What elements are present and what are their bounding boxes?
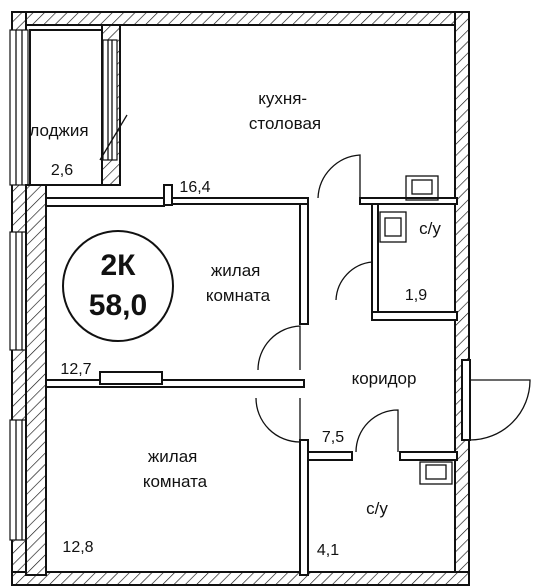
kitchen-area: 16,4 [179,179,210,196]
bath-small-area: 1,9 [405,287,427,304]
interior-walls [45,184,458,576]
apartment-badge [62,230,174,342]
loggia-area-value: 2,6 [51,162,73,179]
top-wall [11,11,468,26]
doors [255,154,531,453]
left-windows [9,29,29,541]
fixtures [379,175,453,485]
bath-large-area: 4,1 [317,542,339,559]
loggia-lower-wall [25,184,47,576]
apartment-type: 2К [101,249,137,282]
bottom-wall [11,571,470,586]
loggia-door-window [102,39,118,161]
bath-large-name: с/у [366,499,388,518]
bath-small-name: с/у [419,219,441,238]
sink-icon [419,461,453,485]
toilet-icon [379,211,407,243]
kitchen-name-line1: кухня- [258,89,307,108]
apartment-total-area: 58,0 [89,289,147,322]
loggia-door-leaf [99,114,128,161]
radiator [99,371,163,385]
kitchen-name-line2: столовая [249,114,321,133]
corridor-area: 7,5 [322,429,344,446]
bedroom1-area: 12,7 [60,361,91,378]
bedroom1-name: жилая комната [206,261,271,305]
bedroom2-area: 12,8 [62,539,93,556]
loggia-name: лоджия [29,121,88,140]
kitchen-name: кухня- столовая [249,89,321,133]
right-wall [454,11,470,586]
corridor-name: коридор [352,369,417,388]
bedroom2-name: жилая комната [143,447,208,491]
stove-icon [405,175,439,201]
